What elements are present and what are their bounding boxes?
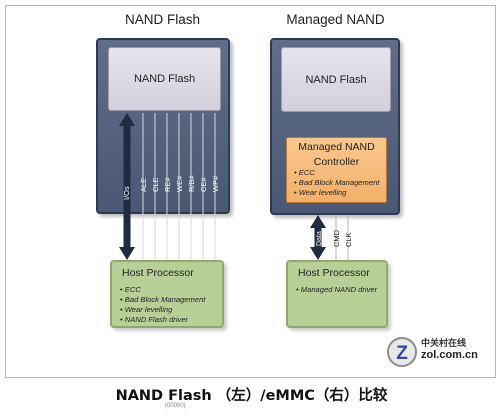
signal-rb: R/B# [187,174,196,192]
zol-logo-cn: 中关村在线 [421,339,467,349]
controller-feature-bbm: Bad Block Management [294,178,380,188]
controller-title-line1: Managed NAND [298,141,375,153]
nand-flash-column-title: NAND Flash [124,12,200,27]
controller-feature-wear: Wear levelling [294,188,379,198]
controller-feature-list: ECC Bad Block Management Wear levelling [294,168,380,198]
signal-data: Data [316,231,323,246]
signal-ale: ALE [139,178,148,192]
host-processor-right: Host Processor Managed NAND driver [286,260,388,328]
signal-ce: CE# [199,177,208,192]
left-io-arrow [119,113,135,260]
io-label: I/Os [122,186,131,200]
host-right-feature-list: Managed NAND driver [296,285,377,295]
host-processor-right-title: Host Processor [298,267,370,279]
host-left-feature-list: ECC Bad Block Management Wear levelling … [120,285,206,325]
controller-feature-ecc: ECC [294,168,379,178]
signal-re: RE# [163,177,172,192]
nand-flash-chip-right: NAND Flash [281,47,391,112]
nand-flash-chip-left: NAND Flash [108,47,221,111]
signal-wp: WP# [211,175,220,192]
signal-cmd: CMD [332,229,341,247]
host-left-feature-wear: Wear levelling [120,305,205,315]
zol-logo-mark: Z [396,343,408,364]
left-signal-lines [142,113,216,262]
zol-logo: Z [387,337,417,367]
figure-caption: NAND Flash （左）/eMMC（右）比较 [115,388,388,404]
host-processor-left: Host Processor ECC Bad Block Management … [110,260,224,328]
figure-caption-sub: (00000) [165,403,186,409]
host-right-feature-driver: Managed NAND driver [296,285,377,295]
zol-logo-en: zol.com.cn [421,349,478,361]
diagram-frame [5,5,496,378]
right-signal-lines [335,215,349,262]
host-processor-left-title: Host Processor [122,267,194,279]
signal-cle: CLE [151,177,160,192]
managed-nand-column-title: Managed NAND [286,12,385,27]
host-left-feature-ecc: ECC [120,285,205,295]
signal-we: WE# [175,175,184,192]
right-data-arrow [310,215,326,260]
managed-nand-controller: Managed NAND Controller ECC Bad Block Ma… [286,137,387,203]
host-left-feature-bbm: Bad Block Management [120,295,206,305]
host-left-feature-driver: NAND Flash driver [120,315,205,325]
controller-title-line2: Controller [313,156,360,168]
signal-clk: CLK [344,232,353,247]
